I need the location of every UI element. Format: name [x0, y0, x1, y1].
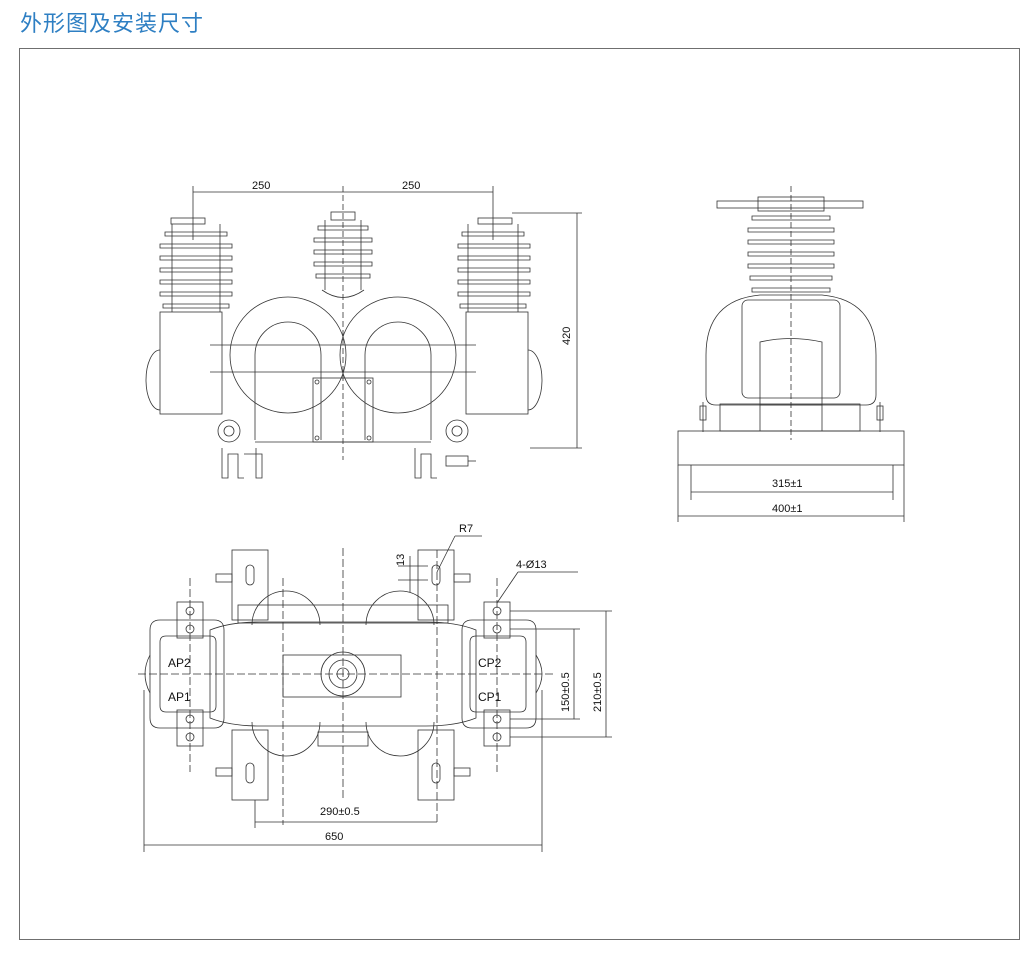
terminal-cp1: CP1 [478, 690, 502, 704]
left-insulator-sheds [159, 224, 233, 312]
dim-290: 290±0.5 [320, 806, 360, 818]
terminal-ap2: AP2 [168, 656, 191, 670]
dim-250-left: 250 [252, 180, 270, 192]
terminal-ap1: AP1 [168, 690, 191, 704]
side-insulator-sheds [747, 215, 835, 293]
center-insulator-sheds [313, 220, 373, 290]
callout-holes: 4-Ø13 [516, 559, 547, 571]
callout-r7: R7 [459, 523, 473, 535]
dim-250-right: 250 [402, 180, 420, 192]
dim-150: 150±0.5 [560, 672, 572, 712]
drawing-frame [19, 48, 1020, 940]
dim-400: 400±1 [772, 503, 803, 515]
terminal-cp2: CP2 [478, 656, 502, 670]
dim-650: 650 [325, 831, 343, 843]
right-insulator-sheds [457, 224, 531, 312]
dim-210: 210±0.5 [592, 672, 604, 712]
side-view: 315±1 400±1 [677, 186, 905, 522]
dim-315: 315±1 [772, 478, 803, 490]
top-view: AP2 AP1 CP2 CP1 R7 13 4-Ø13 150±0.5 210±… [138, 523, 612, 852]
dim-13: 13 [395, 554, 407, 566]
front-view: 250 250 [145, 180, 582, 479]
page-title: 外形图及安装尺寸 [20, 12, 205, 37]
dim-420: 420 [561, 327, 573, 345]
